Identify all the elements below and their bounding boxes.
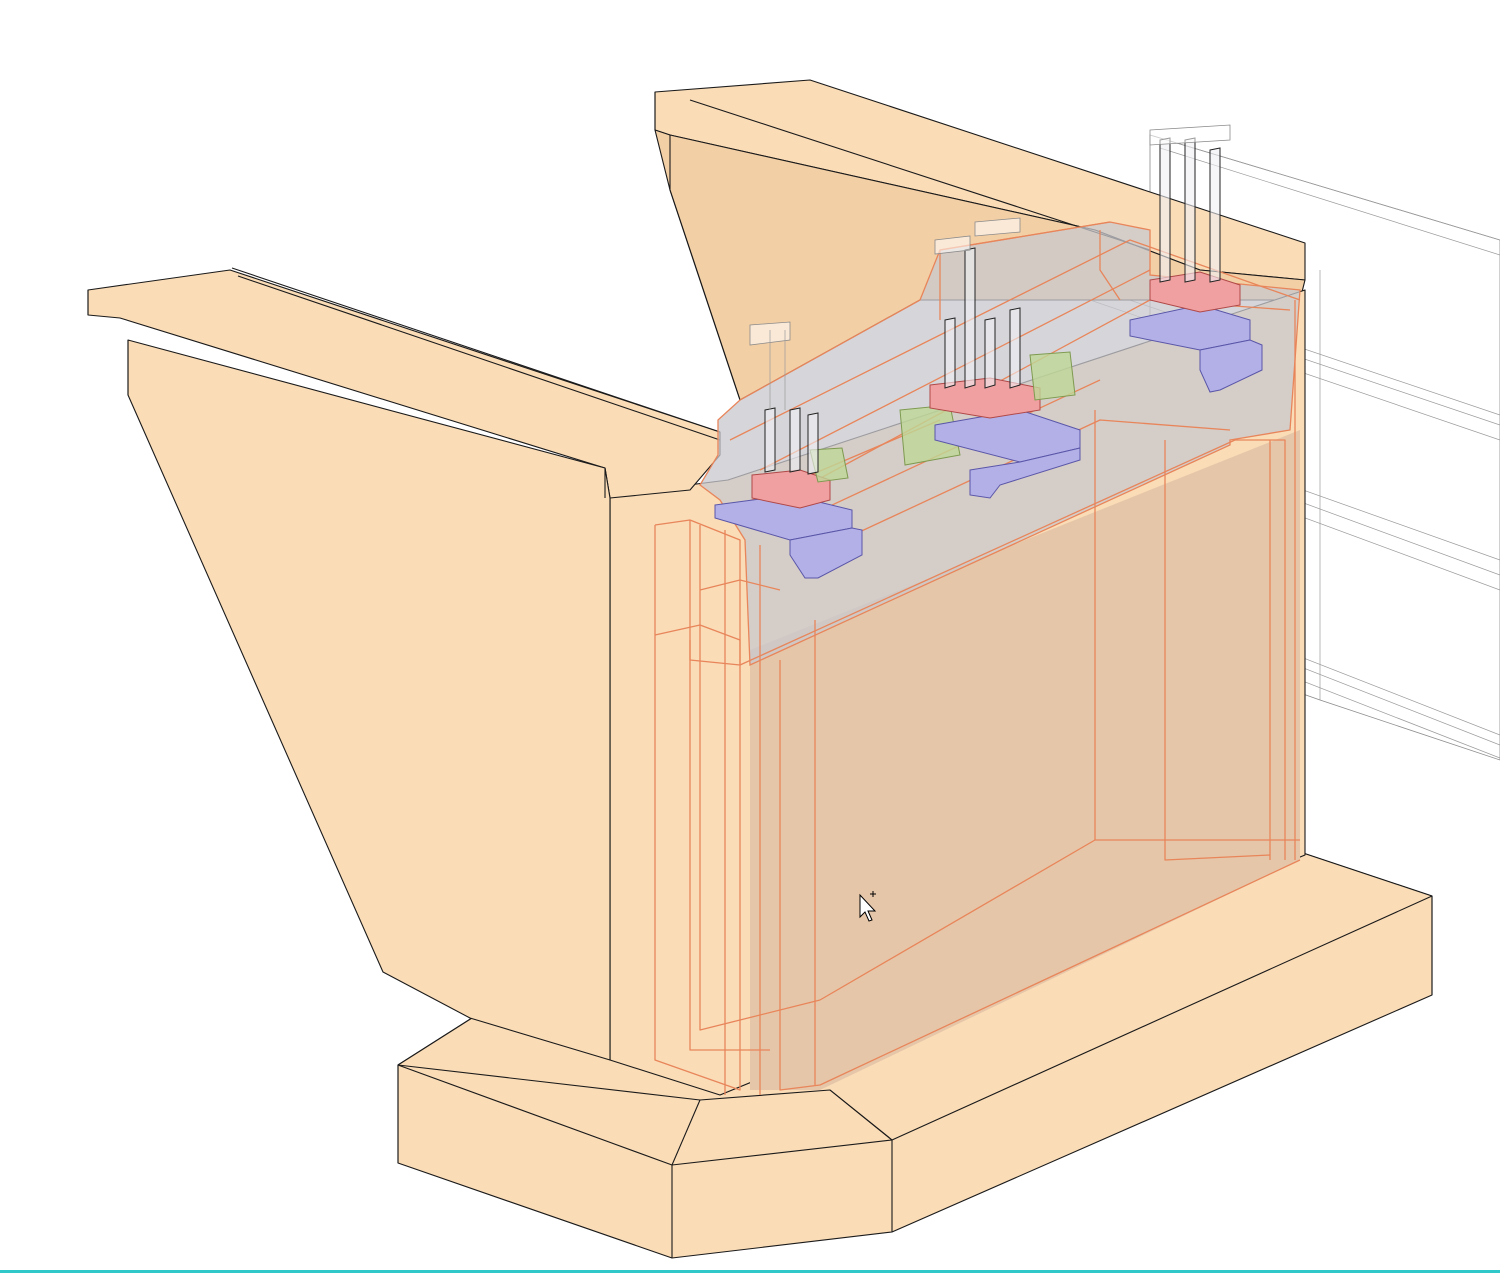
bearing-2 [899,217,1081,499]
front-wing-wall [87,267,721,1061]
arrow-cursor-icon [859,891,877,922]
bearing-1 [714,321,863,579]
selection-border [0,1270,1500,1273]
hidden-lines [654,221,1301,1095]
bearing-3 [1129,124,1263,393]
